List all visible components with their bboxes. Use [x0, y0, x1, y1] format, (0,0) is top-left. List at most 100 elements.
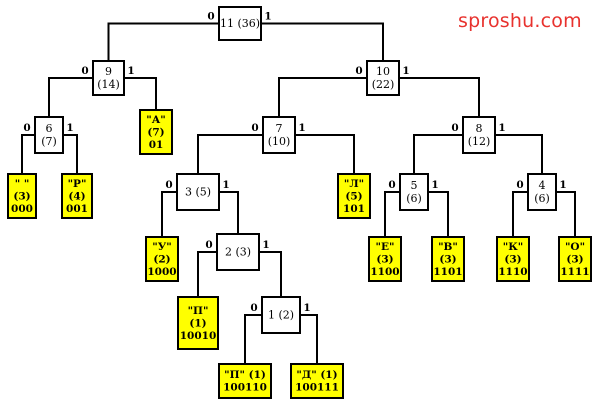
edge-n10-n7	[278, 77, 367, 117]
edge-label-n7-l_l: 1	[298, 122, 305, 134]
edge-label-n11-n10: 1	[264, 11, 271, 23]
edge-label-n6-l_space: 0	[23, 122, 30, 134]
leaf-box	[431, 236, 465, 282]
edge-n8-n4	[495, 134, 543, 174]
edge-label-n8-n4: 1	[498, 122, 505, 134]
edge-n4-l_o	[556, 191, 576, 237]
edge-n9-l_a	[124, 77, 157, 110]
edge-n4-l_k	[512, 191, 528, 237]
leaf-l_e: "Е"(3)1100	[368, 236, 402, 282]
edge-label-n7-n3: 0	[251, 122, 258, 134]
node-text-line: (14)	[97, 78, 120, 91]
leaf-text-line: 10010	[180, 330, 217, 342]
edge-label-n1-l_p2: 0	[250, 302, 257, 314]
edge-n6-l_space	[21, 134, 35, 174]
leaf-l_p2: "П" (1)100110	[218, 363, 272, 399]
edge-n8-n5	[413, 134, 463, 174]
node-text-line: (22)	[372, 78, 395, 91]
edge-n5-l_v	[428, 191, 449, 237]
node-text-line: 4	[539, 179, 546, 192]
node-text-line: (7)	[41, 135, 57, 148]
leaf-text-line: (1)	[189, 317, 206, 329]
leaf-text-line: "Р"	[68, 178, 87, 190]
node-text-line: 7	[276, 122, 283, 135]
node-text-line: 9	[105, 65, 112, 78]
node-box	[176, 173, 220, 211]
node-n7: 7(10)	[262, 116, 296, 154]
node-n1: 1 (2)	[261, 296, 301, 334]
edge-n6-l_r	[63, 134, 78, 174]
edge-label-n11-n9: 0	[207, 11, 214, 23]
node-text-line: 11 (36)	[220, 17, 260, 30]
node-box	[462, 116, 496, 154]
edge-n5-l_e	[384, 191, 400, 237]
node-n6: 6(7)	[34, 116, 64, 154]
leaf-l_space: " "(3)000	[7, 173, 37, 219]
leaf-box	[337, 173, 371, 219]
edge-label-n2-n1: 1	[262, 239, 269, 251]
node-box	[261, 296, 301, 334]
node-text-line: 10	[376, 65, 390, 78]
leaf-text-line: "А"	[146, 114, 166, 126]
leaf-text-line: 1000	[147, 266, 176, 278]
leaf-box	[177, 296, 219, 350]
leaf-text-line: "П" (1)	[224, 369, 266, 381]
node-text-line: 8	[476, 122, 483, 135]
leaf-text-line: "О"	[565, 241, 585, 253]
edge-label-n9-l_a: 1	[127, 65, 134, 77]
node-n10: 10(22)	[366, 60, 400, 96]
leaf-text-line: (3)	[566, 253, 583, 265]
edge-label-n9-n6: 0	[81, 65, 88, 77]
leaf-text-line: 1110	[498, 266, 527, 278]
edge-label-n6-l_r: 1	[66, 122, 73, 134]
edge-label-n1-l_d: 1	[303, 302, 310, 314]
node-box	[218, 6, 262, 41]
edge-n3-l_u	[161, 191, 177, 237]
node-box	[366, 60, 400, 96]
leaf-box	[139, 109, 173, 155]
node-text-line: (6)	[534, 192, 550, 205]
edge-n1-l_d	[300, 314, 318, 364]
node-text-line: 3 (5)	[185, 186, 211, 199]
node-n11: 11 (36)	[218, 6, 262, 41]
edge-label-n5-l_v: 1	[431, 179, 438, 191]
edge-label-n4-l_k: 0	[516, 179, 523, 191]
edge-n11-n9	[107, 22, 219, 61]
leaf-l_k: "К"(3)1110	[496, 236, 530, 282]
leaf-box	[61, 173, 93, 219]
leaf-text-line: "Д" (1)	[296, 369, 337, 381]
edge-label-n10-n7: 0	[355, 65, 362, 77]
node-text-line: 2 (3)	[225, 246, 251, 259]
node-text-line: 1 (2)	[268, 309, 294, 322]
leaf-box	[368, 236, 402, 282]
node-box	[262, 116, 296, 154]
leaf-box	[218, 363, 272, 399]
node-text-line: (6)	[406, 192, 422, 205]
node-n9: 9(14)	[92, 60, 125, 96]
leaf-text-line: 1101	[433, 266, 462, 278]
edge-n2-l_p	[197, 251, 217, 297]
edge-label-n4-l_o: 1	[559, 179, 566, 191]
leaf-text-line: (4)	[68, 190, 85, 202]
node-box	[399, 173, 429, 211]
leaf-text-line: 100111	[295, 382, 339, 394]
leaf-box	[290, 363, 344, 399]
leaf-text-line: "Л"	[344, 178, 364, 190]
node-text-line: (10)	[268, 135, 291, 148]
leaf-box	[496, 236, 530, 282]
edge-label-n5-l_e: 0	[388, 179, 395, 191]
edge-label-n2-l_p: 0	[205, 239, 212, 251]
edge-n1-l_p2	[244, 314, 262, 364]
leaf-text-line: "Е"	[376, 241, 395, 253]
leaf-l_v: "В"(3)1101	[431, 236, 465, 282]
node-n4: 4(6)	[527, 173, 557, 211]
edge-n9-n6	[48, 77, 93, 117]
edge-n2-n1	[259, 251, 282, 297]
leaf-l_r: "Р"(4)001	[61, 173, 93, 219]
edge-label-n3-l_u: 0	[165, 179, 172, 191]
node-box	[34, 116, 64, 154]
node-box	[216, 233, 260, 271]
leaf-box	[145, 236, 179, 282]
node-n3: 3 (5)	[176, 173, 220, 211]
